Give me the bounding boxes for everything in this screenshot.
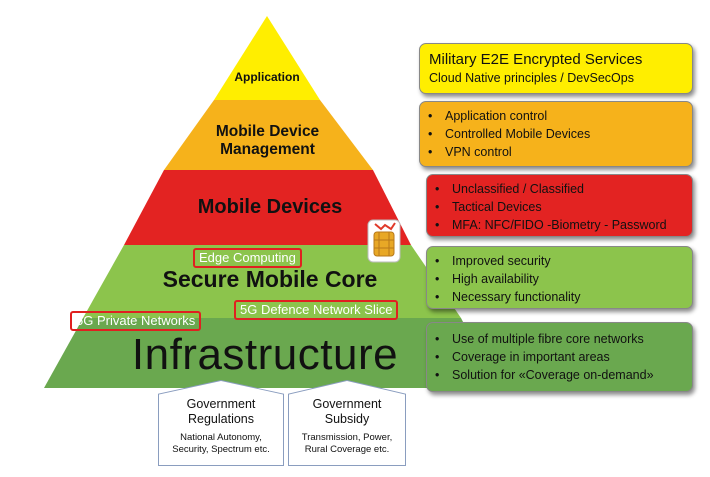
gov-sub-title-line1: Government: [312, 397, 382, 411]
government-subsidy-pillar: Government Subsidy Transmission, Power, …: [288, 380, 406, 466]
secure-mobile-core-label: Secure Mobile Core: [162, 266, 378, 292]
infrastructure-panel: Use of multiple fibre core networks Cove…: [426, 322, 693, 392]
devices-item: Tactical Devices: [427, 198, 692, 216]
core-item: High availability: [427, 270, 692, 288]
military-e2e-subtitle: Cloud Native principles / DevSecOps: [429, 71, 634, 85]
gov-reg-title-line2: Regulations: [187, 412, 254, 426]
mobile-devices-label: Mobile Devices: [197, 196, 343, 218]
5g-private-networks-tag: 5G Private Networks: [70, 311, 202, 331]
core-item: Necessary functionality: [427, 288, 692, 306]
mdm-item: VPN control: [420, 143, 692, 161]
infra-item: Use of multiple fibre core networks: [427, 330, 692, 348]
pyramid-tier-mobile-devices: [124, 170, 411, 245]
mdm-panel: Application control Controlled Mobile De…: [419, 101, 693, 167]
pyramid-tier-mdm: [164, 100, 373, 170]
mobile-devices-panel: Unclassified / Classified Tactical Devic…: [426, 174, 693, 237]
core-item: Improved security: [427, 252, 692, 270]
infra-item: Solution for «Coverage on-demand»: [427, 366, 692, 384]
mdm-label: Mobile Device Management: [215, 123, 320, 158]
pyramid-tier-infrastructure: [44, 318, 497, 388]
pyramid-tier-application: [214, 16, 320, 100]
gov-sub-sub-line2: Rural Coverage etc.: [304, 444, 390, 455]
military-e2e-panel: Military E2E Encrypted Services Cloud Na…: [419, 43, 693, 94]
gov-sub-title-line2: Subsidy: [324, 412, 370, 426]
infra-item: Coverage in important areas: [427, 348, 692, 366]
devices-item: MFA: NFC/FIDO -Biometry - Password: [427, 216, 692, 234]
sim-card-icon: [367, 219, 401, 263]
gov-reg-sub-line2: Security, Spectrum etc.: [172, 444, 270, 455]
edge-computing-tag: Edge Computing: [193, 248, 302, 268]
gov-reg-title-line1: Government: [186, 397, 256, 411]
devices-item: Unclassified / Classified: [427, 180, 692, 198]
gov-sub-sub-line1: Transmission, Power,: [301, 432, 393, 443]
application-label: Application: [234, 70, 300, 84]
infrastructure-label: Infrastructure: [131, 330, 399, 379]
military-e2e-title: Military E2E Encrypted Services: [429, 51, 643, 68]
pyramid-tier-secure-core: [83, 245, 461, 318]
gov-reg-sub-line1: National Autonomy,: [180, 432, 262, 443]
mdm-item: Controlled Mobile Devices: [420, 125, 692, 143]
secure-core-panel: Improved security High availability Nece…: [426, 246, 693, 309]
government-regulations-pillar: Government Regulations National Autonomy…: [158, 380, 284, 466]
5g-defence-network-slice-tag: 5G Defence Network Slice: [234, 300, 399, 320]
mdm-item: Application control: [420, 107, 692, 125]
